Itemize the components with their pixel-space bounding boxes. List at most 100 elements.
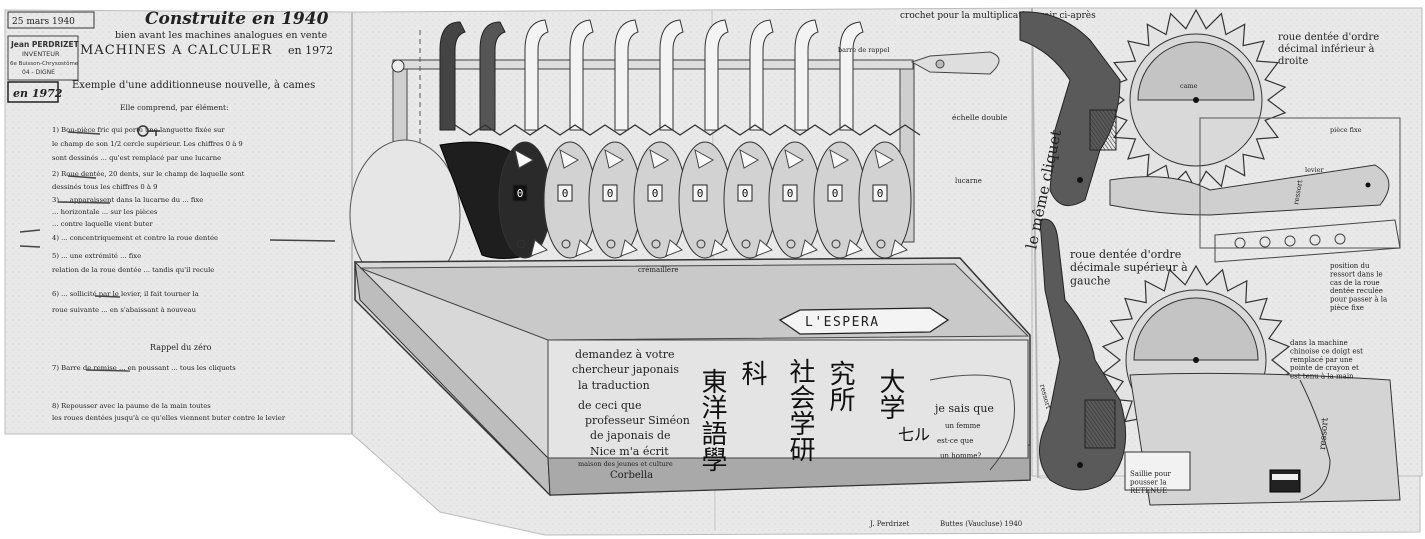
- upper-gear: [1105, 8, 1287, 192]
- author-role: INVENTEUR: [22, 50, 60, 58]
- ressort-label-right: ressort: [1318, 417, 1331, 450]
- header-title: Construite en 1940: [145, 9, 329, 29]
- cam-shape: [1137, 41, 1255, 101]
- desc-line: ... horizontale ... sur les pièces: [52, 208, 158, 216]
- cjk-column: 大学: [875, 368, 905, 420]
- cam-tooth: [649, 149, 670, 169]
- question-note: je sais que un femme est-ce que un homme…: [933, 402, 994, 460]
- wheel-hub: [561, 239, 571, 249]
- cam-tooth: [530, 239, 548, 257]
- lead-line: Elle comprend, par élément:: [120, 103, 229, 112]
- cam-tooth: [755, 239, 773, 257]
- digit-value: 0: [652, 187, 659, 200]
- desc-line: sont dessinés ... qu'est remplacé par un…: [52, 154, 221, 162]
- note-line: de ceci que: [578, 399, 642, 412]
- cam-tooth: [800, 239, 818, 257]
- digit-window: [647, 184, 663, 202]
- wheel-hub: [606, 239, 616, 249]
- note-line: maison des jeunes et culture: [578, 460, 673, 468]
- digit-value: 0: [697, 187, 704, 200]
- digit-window: [782, 184, 798, 202]
- question-line: je sais que: [933, 402, 994, 415]
- author-name: Jean PERDRIZET: [10, 40, 80, 49]
- brand-plaque: L'ESPERA: [778, 307, 950, 335]
- digit-value: 0: [562, 187, 569, 200]
- desc-line: relation de la roue dentée ... tandis qu…: [52, 266, 214, 274]
- note-line: Corbella: [610, 470, 653, 481]
- digit-value: 0: [832, 187, 839, 200]
- cam-tooth: [739, 149, 760, 169]
- digit-window: [512, 184, 528, 202]
- cjk-column: 科: [737, 360, 767, 386]
- translation-note: demandez à votre chercheur japonais la t…: [572, 348, 690, 481]
- cliquet-levers: [419, 19, 864, 270]
- desc-line: 4) ... concentriquement et contre la rou…: [52, 234, 218, 242]
- question-line: est-ce que: [937, 437, 973, 445]
- cam-shape: [1133, 297, 1259, 361]
- desc-line: ... contre laquelle vient buter: [52, 220, 153, 228]
- desc-line: le champ de son 1/2 cercle supérieur. Le…: [52, 139, 243, 148]
- desc-heading: Rappel du zéro: [150, 343, 212, 352]
- note-line: demandez à votre: [575, 348, 675, 361]
- gear-axle: [1193, 97, 1199, 103]
- cjk-column: 究所: [825, 360, 855, 412]
- cam-tooth: [845, 239, 863, 257]
- cam-tooth: [559, 149, 580, 169]
- place-date: Buttes (Vaucluse) 1940: [940, 520, 1022, 528]
- cam-tooth: [694, 149, 715, 169]
- cam-tooth: [620, 239, 638, 257]
- desc-line: 8) Repousser avec la paume de la main to…: [52, 402, 211, 410]
- header-year-right: en 1972: [288, 44, 333, 57]
- cjk-column: 社会学研: [785, 358, 815, 462]
- cam-tooth: [514, 149, 535, 169]
- barre-de-rappel-label: barre de rappel: [838, 46, 889, 54]
- came-label: came: [1180, 82, 1198, 90]
- cam-tooth: [665, 239, 683, 257]
- levier-label: levier: [1305, 166, 1325, 174]
- digit-window: [602, 184, 618, 202]
- wheel-hub: [786, 239, 796, 249]
- note-line: professeur Siméon: [585, 414, 690, 427]
- wheel-hub: [651, 239, 661, 249]
- intro-line: Exemple d'une additionneuse nouvelle, à …: [72, 80, 315, 91]
- desc-line: 6) ... sollicité par le levier, il fait …: [52, 290, 199, 298]
- header-block: 25 mars 1940 Construite en 1940 bien ava…: [7, 9, 333, 103]
- author-address-1: 6e Buisson-Chrysostôme: [10, 60, 79, 67]
- lucarne-label: lucarne: [955, 177, 982, 185]
- cjk-column: 東洋語學: [697, 368, 727, 472]
- cam-tooth: [874, 149, 895, 169]
- digit-window: [872, 184, 888, 202]
- note-line: chercheur japonais: [572, 363, 679, 376]
- cremaillere-label: crémaillère: [638, 266, 679, 274]
- header-machine-title: MACHINES A CALCULER: [80, 43, 273, 58]
- header-subtitle: bien avant les machines analogues en ven…: [115, 30, 327, 41]
- digit-value: 0: [607, 187, 614, 200]
- cam-tooth: [575, 239, 593, 257]
- wheel-hub: [516, 239, 526, 249]
- cjk-characters: 東洋語學 科 社会学研 究所 大学 七ル: [697, 358, 930, 472]
- piece-fixe-label: pièce fixe: [1330, 126, 1362, 134]
- wheel-hub: [831, 239, 841, 249]
- note-line: la traduction: [578, 379, 650, 392]
- digit-value: 0: [787, 187, 794, 200]
- year-box: en 1972: [13, 87, 63, 100]
- digit-window: [557, 184, 573, 202]
- question-line: un femme: [945, 422, 980, 430]
- desc-line: 7) Barre de remise ... en poussant ... t…: [52, 364, 236, 372]
- signature: J. Perdrizet: [869, 520, 909, 528]
- crochet-label: crochet pour la multiplication voir ci-a…: [900, 10, 1096, 21]
- note-line: Nice m'a écrit: [590, 445, 669, 458]
- note-line: de japonais de: [590, 429, 671, 442]
- digit-value: 0: [877, 187, 884, 200]
- wheel-hub: [741, 239, 751, 249]
- digit-value: 0: [742, 187, 749, 200]
- echelle-double-label: échelle double: [952, 113, 1008, 122]
